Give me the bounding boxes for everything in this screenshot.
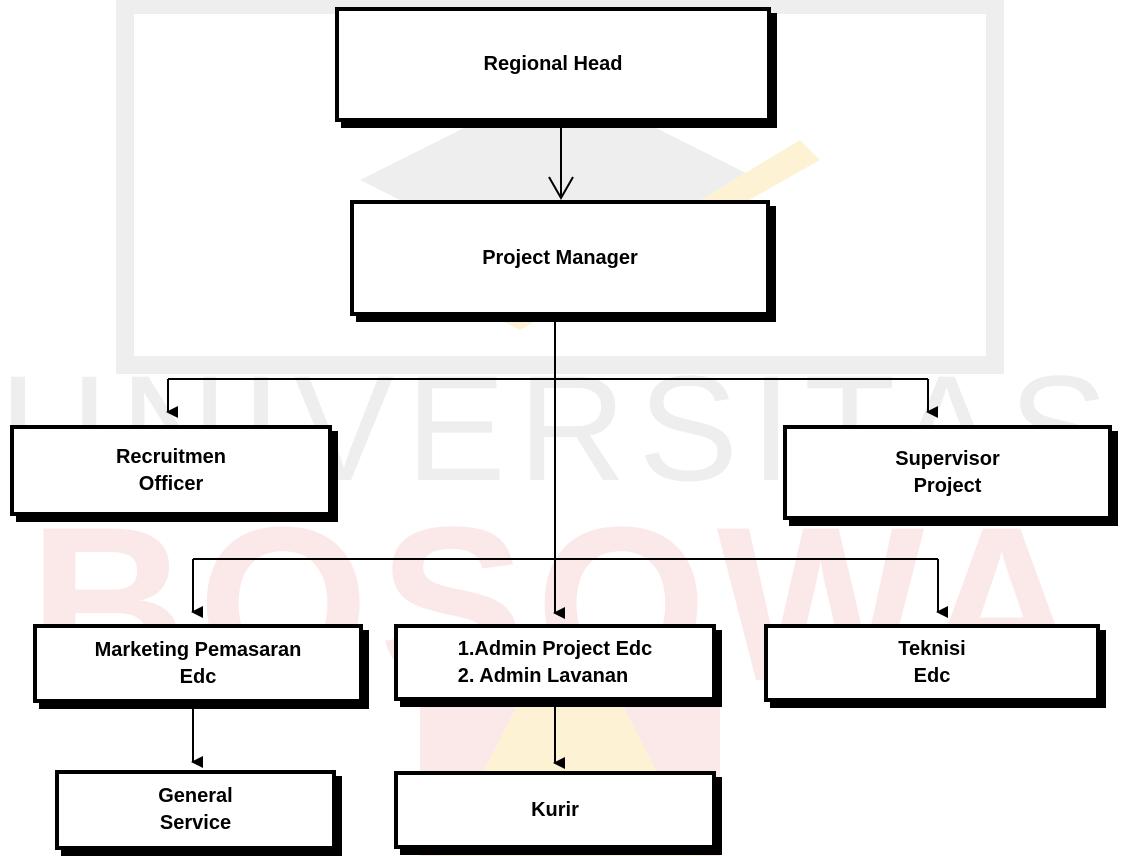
node-label: Project Manager [482,246,638,269]
node-label: Kurir [531,798,579,821]
node-label: Supervisor Project [895,447,1000,497]
node-project-manager: Project Manager [350,200,770,316]
node-label: Marketing Pemasaran Edc [94,638,302,688]
node-teknisi: Teknisi Edc [764,624,1100,702]
node-label: 1.Admin Project Edc 2. Admin Lavanan [457,637,653,687]
node-regional-head: Regional Head [335,7,771,122]
node-label: Regional Head [483,53,623,75]
open-arrowhead [548,176,574,201]
node-recruitmen-officer: Recruitmen Officer [10,425,332,516]
watermark-frame [116,0,1004,374]
node-admin: 1.Admin Project Edc 2. Admin Lavanan [394,624,716,701]
node-label: Recruitmen Officer [115,445,227,495]
node-label: General Service [158,785,233,834]
node-marketing-pemasaran: Marketing Pemasaran Edc [33,624,363,703]
node-kurir: Kurir [394,771,716,849]
node-label: Teknisi Edc [898,638,966,687]
node-general-service: General Service [55,770,336,850]
node-supervisor-project: Supervisor Project [783,425,1112,520]
